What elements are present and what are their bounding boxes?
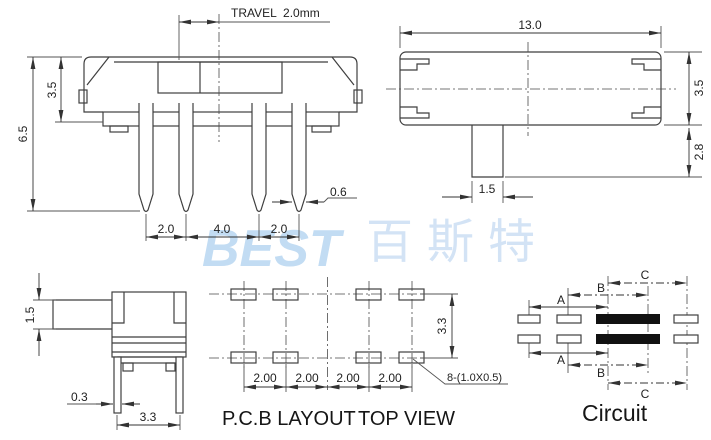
pitch-extension-lines [145,214,300,241]
circuit-label-b-bottom: B [597,366,605,380]
lever-outline [52,299,112,330]
circuit-label-c-top: C [641,268,650,282]
pcb-pad [398,351,425,364]
pcb-topview-title: TOP VIEW [358,408,455,430]
circuit-label-b-top: B [597,281,605,295]
circuit-title: Circuit [582,400,648,426]
circuit-pad [517,334,541,344]
pcb-pitch-label-3: 2.00 [336,371,360,385]
switch-body-outline [83,56,358,113]
side-foot-right [165,362,176,372]
circuit-label-a-bottom: A [557,353,565,367]
pitch-middle-label: 4.0 [214,222,231,236]
side-tab-right [353,89,363,104]
pcb-pitch-extension-lines [243,364,413,392]
circuit-pad [517,314,541,324]
pitch-right-label: 2.0 [271,222,288,236]
circuit-contact-bar [596,314,660,324]
front-view: TRAVEL 2.0mm 6.5 3.5 0.6 2.0 4.0 2.0 [16,6,363,241]
circuit-label-c-bottom: C [641,387,650,401]
pin-3 [251,103,267,213]
hole-note-label: 8-(1.0X0.5) [447,372,502,384]
pcb-layout-title: P.C.B LAYOUT [222,408,356,430]
circuit-pad [673,334,699,344]
depth-extension-lines [664,51,702,126]
side-body-outline [111,291,187,358]
lever-thickness-label: 1.5 [23,306,37,323]
actuator-stem [471,125,504,178]
circuit-contact-bar [596,334,660,344]
pcb-pad [272,351,299,364]
circuit-label-a-top: A [557,293,565,307]
side-body-lines [112,336,186,353]
pcb-pad [355,351,382,364]
pin-1 [138,103,154,213]
width-extension-lines [399,26,662,48]
travel-dimension-label: TRAVEL 2.0mm [231,6,320,20]
circuit-contacts [517,314,699,344]
side-tab-left [78,89,88,104]
pin-2 [178,103,194,213]
side-pin-front [113,356,122,414]
total-height-label: 6.5 [16,125,30,142]
pcb-pad [398,288,425,301]
slider-knob [157,61,283,94]
pcb-column-centerlines [243,281,413,371]
body-height-label: 3.5 [45,81,59,98]
pcb-pad [355,288,382,301]
pcb-pitch-label-4: 2.00 [378,371,402,385]
stem-height-label: 2.8 [692,143,706,160]
pcb-rowspan-label: 3.3 [435,317,449,334]
pcb-pad [272,288,299,301]
pcb-pads [230,288,425,364]
circuit-pad [556,314,582,324]
height-extension-lines [27,56,140,212]
pcb-layout: 2.00 2.00 2.00 2.00 3.3 8-(1.0X0.5) P.C.… [209,277,508,430]
pcb-row-centerlines [209,293,456,359]
base-foot-right [311,125,332,133]
circuit-guide-lines [607,276,688,390]
top-view: 13.0 3.5 2.8 1.5 [386,18,706,203]
pcb-pad [230,351,257,364]
pcb-pitch-label-2: 2.00 [295,371,319,385]
pcb-pitch-label-1: 2.00 [253,371,277,385]
side-pin-width-label: 0.3 [71,390,88,404]
watermark-latin-text: BEST [202,220,345,278]
side-pin-rear [175,356,184,414]
side-slots [112,292,186,324]
circuit-diagram: A B C A B C Circuit [517,268,699,426]
watermark-cjk-text: 百斯特 [366,215,549,268]
cover-chamfers [86,56,355,86]
switch-base [102,111,340,127]
width-label: 13.0 [518,18,542,32]
hole-note-leader [412,358,508,385]
side-view: 1.5 0.3 3.3 [23,273,187,430]
corner-notches [400,58,661,119]
stem-width-label: 1.5 [479,182,496,196]
top-body-outline [399,51,662,126]
pin-width-label: 0.6 [330,185,347,199]
circuit-pad [556,334,582,344]
pin-width-leader [323,197,357,203]
pin-4 [291,103,307,213]
pcb-pad [230,288,257,301]
side-foot-left [122,362,134,372]
base-foot-left [109,125,129,133]
pitch-left-label: 2.0 [158,222,175,236]
pin-span-extension-lines [116,415,181,430]
side-base [117,356,182,364]
top-centerlines [386,42,676,136]
circuit-pad [673,314,699,324]
depth-label: 3.5 [692,79,706,96]
pin-span-label: 3.3 [140,410,157,424]
watermark: BEST 百斯特 [202,215,549,278]
